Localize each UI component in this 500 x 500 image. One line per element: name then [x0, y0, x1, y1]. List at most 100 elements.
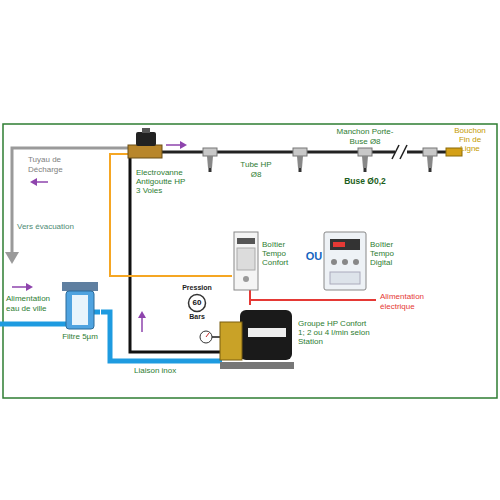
label-anchor: 60	[189, 298, 205, 308]
timer-box-part	[237, 248, 255, 270]
label-anchor: OU	[304, 250, 324, 263]
nozzle-holder-part	[362, 156, 368, 168]
line-break-part	[392, 145, 399, 159]
diagram-label: OU	[304, 250, 324, 263]
component-label: Boîtier Tempo Digital	[370, 240, 414, 268]
water-filter-part	[0, 322, 66, 327]
solenoid-valve-part	[124, 153, 128, 155]
digital-timer-box-part	[333, 242, 345, 247]
diagram-label: Tuyau de Décharge	[28, 155, 88, 174]
diagram-label: Bars	[176, 313, 218, 321]
digital-timer-box-part	[353, 259, 359, 265]
label-anchor: Tuyau de Décharge	[28, 155, 88, 174]
water-filter-part	[94, 310, 100, 315]
water-filter-part	[72, 295, 88, 325]
digital-timer-box-part	[331, 259, 337, 265]
pump-unit-part	[240, 310, 292, 360]
flow-arrow-part	[166, 144, 180, 146]
flow-arrow-part	[12, 286, 26, 288]
digital-timer-box-part	[330, 272, 360, 284]
solenoid-valve-part	[136, 132, 156, 146]
label-anchor: Manchon Porte-Buse Ø8	[334, 127, 396, 146]
nozzle-holder-part	[297, 156, 303, 168]
nozzle-holder-part	[293, 148, 307, 156]
pump-unit-part	[248, 328, 286, 337]
timer-box-part	[234, 232, 258, 290]
flow-arrow-part	[26, 283, 33, 291]
flow-arrow	[12, 141, 187, 332]
line-break	[392, 145, 407, 159]
pipe-connector	[192, 151, 446, 154]
label-anchor: Pression	[176, 284, 218, 292]
solenoid-valve	[124, 128, 192, 204]
label-anchor: Liaison inox	[132, 366, 178, 375]
nozzle-holder-part	[429, 168, 432, 172]
pump-unit	[200, 310, 294, 369]
component-node: Bouchon Fin de Ligne	[446, 126, 494, 158]
label-anchor: Bars	[176, 313, 218, 321]
digital-timer-box	[324, 232, 366, 290]
nozzle-holder-part	[423, 148, 437, 156]
component-label: Electrovanne Antigoutte HP 3 Voies	[136, 168, 188, 196]
water-filter-part	[66, 291, 94, 329]
component-label: Bouchon Fin de Ligne	[448, 126, 492, 154]
label-anchor: Buse Ø0,2	[333, 176, 397, 186]
pressure-badge	[189, 295, 206, 312]
diagram-label: Vers évacuation	[17, 222, 97, 232]
component-node: Boîtier Tempo Digital	[322, 228, 415, 296]
pipe-label: Liaison inox	[132, 366, 178, 375]
discharge-pipe-part	[12, 148, 128, 254]
label-anchor: Alimentation électrique	[380, 292, 436, 311]
diagram-label: Alimentation eau de ville	[6, 294, 62, 313]
nozzle-holder-part	[364, 168, 367, 172]
timer-box-part	[250, 299, 376, 301]
pump-unit-part	[220, 322, 242, 360]
flow-arrow-part	[36, 181, 48, 183]
timer-box-part	[249, 290, 251, 297]
digital-timer-box-part	[342, 259, 348, 265]
flow-arrow-part	[138, 311, 146, 318]
component-label: Boîtier Tempo Confort	[262, 240, 302, 268]
flow-arrow-part	[141, 318, 143, 332]
diagram-label: Alimentation électrique	[380, 292, 436, 311]
component-label: Filtre 5µm	[60, 332, 100, 341]
water-filter-part	[62, 282, 98, 291]
pipe-connector	[130, 204, 212, 352]
nozzle-holder-part	[207, 156, 213, 168]
label-anchor: Alimentation eau de ville	[6, 294, 62, 313]
solenoid-valve-part	[142, 128, 150, 133]
flow-arrow-part	[180, 141, 187, 149]
nozzle-holder-part	[358, 148, 372, 156]
pump-unit-part	[200, 331, 212, 343]
line-break-part	[395, 145, 407, 159]
frame	[3, 124, 497, 398]
end-cap	[446, 148, 462, 156]
pipe-connector	[110, 154, 232, 276]
solenoid-valve-part	[129, 158, 132, 204]
timer-box-part	[243, 276, 249, 282]
diagram-label: Tube HP Ø8	[238, 160, 274, 179]
label-anchor: Tube HP Ø8	[238, 160, 274, 179]
flow-arrow-part	[30, 178, 37, 186]
diagram-label: Pression	[176, 284, 218, 292]
pump-unit-part	[206, 333, 209, 337]
component-node: Boîtier Tempo Confort	[232, 228, 304, 296]
solenoid-valve-part	[128, 145, 162, 158]
pump-unit-part	[220, 362, 294, 369]
solenoid-valve-part	[162, 151, 192, 154]
timer-box	[234, 232, 376, 300]
component-node: Electrovanne Antigoutte HP 3 Voies	[124, 132, 192, 204]
discharge-pipe	[5, 148, 128, 264]
label-anchor: Vers évacuation	[17, 222, 97, 232]
nozzle-holder-part	[209, 168, 212, 172]
diagram-label: Buse Ø0,2	[333, 176, 397, 186]
line-break-part	[400, 145, 407, 159]
digital-timer-box-part	[324, 232, 366, 290]
component-label: Groupe HP Confort 1; 2 ou 4 l/min selon …	[298, 319, 370, 347]
component-node: Groupe HP Confort 1; 2 ou 4 l/min selon …	[212, 305, 382, 372]
component-node: Filtre 5µm	[60, 280, 101, 352]
nozzle-holder-part	[203, 148, 217, 156]
